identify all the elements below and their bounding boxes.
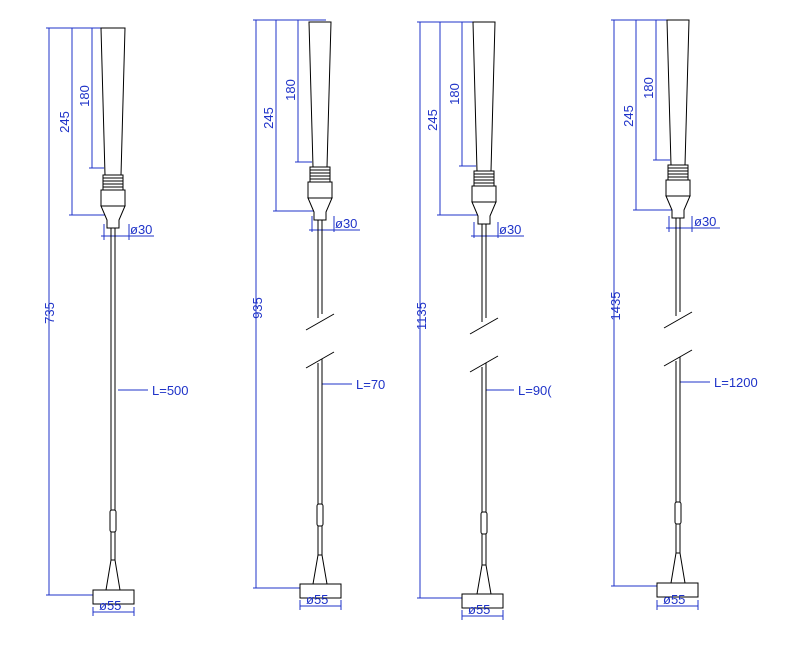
top-245-label: 245: [57, 111, 72, 133]
base-diameter-label: ø55: [306, 592, 328, 607]
antenna-drawing-4: 1435 245 180 ø30 L=1200 ø55: [608, 19, 758, 610]
total-height-label: 1135: [414, 302, 429, 330]
antenna-object: [92, 27, 135, 605]
antenna-drawing-3: 1135 245 180 ø30 L=90( ø55: [414, 21, 552, 620]
length-label: L=90(: [518, 383, 552, 398]
total-height-label: 935: [250, 297, 265, 319]
base-dimension: [299, 600, 342, 610]
length-label: L=500: [152, 383, 189, 398]
base-dimension: [461, 610, 504, 620]
top-180-label: 180: [447, 83, 462, 105]
base-diameter-label: ø55: [99, 598, 121, 613]
antenna-object: [299, 21, 342, 599]
top-180-dimension: [459, 22, 476, 167]
neck-diameter-label: ø30: [335, 216, 357, 231]
neck-dimension: [471, 222, 524, 238]
antenna-drawing-1: 735 245 180 ø30 L=500 ø55: [42, 27, 189, 616]
top-245-label: 245: [621, 105, 636, 127]
base-dimension: [656, 600, 699, 610]
top-245-dimension: [633, 20, 672, 211]
top-245-label: 245: [261, 107, 276, 129]
length-label: L=70: [356, 377, 385, 392]
top-245-dimension: [437, 22, 478, 216]
top-245-dimension: [69, 28, 108, 216]
top-180-label: 180: [77, 85, 92, 107]
neck-dimension: [101, 224, 154, 240]
antenna-drawing-2: 935 245 180 ø30 L=70 ø55: [250, 19, 385, 610]
base-diameter-label: ø55: [468, 602, 490, 617]
total-height-label: 735: [42, 302, 57, 324]
antenna-object: [461, 21, 504, 609]
neck-dimension: [666, 216, 720, 232]
base-dimension: [92, 607, 135, 616]
top-180-label: 180: [641, 77, 656, 99]
base-diameter-label: ø55: [663, 592, 685, 607]
top-245-label: 245: [425, 109, 440, 131]
top-245-dimension: [273, 20, 314, 212]
antenna-object: [656, 19, 699, 598]
total-height-label: 1435: [608, 292, 623, 321]
top-180-dimension: [653, 20, 670, 161]
neck-diameter-label: ø30: [130, 222, 152, 237]
length-label: L=1200: [714, 375, 758, 390]
top-180-dimension: [295, 20, 312, 163]
neck-diameter-label: ø30: [694, 214, 716, 229]
top-180-dimension: [89, 28, 104, 169]
top-180-label: 180: [283, 79, 298, 101]
neck-diameter-label: ø30: [499, 222, 521, 237]
